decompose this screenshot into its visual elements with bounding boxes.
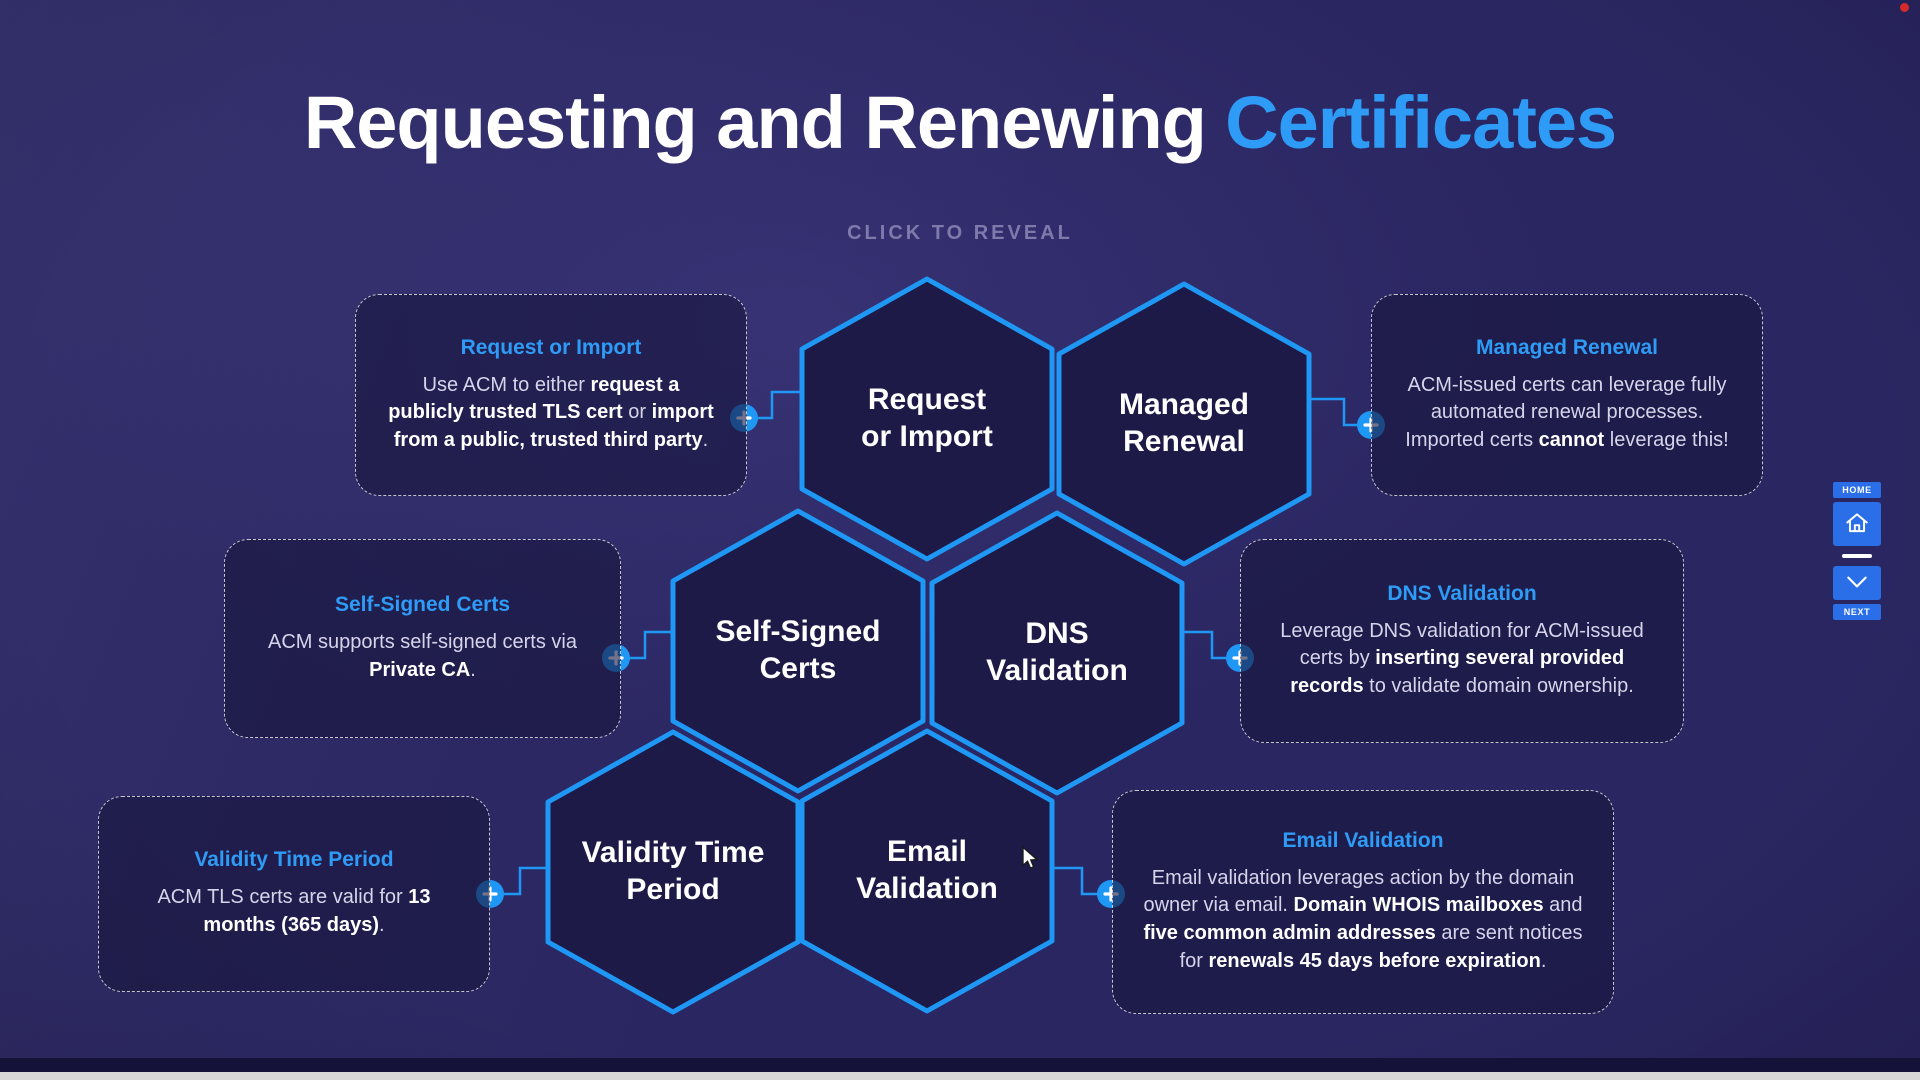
recording-indicator-dot (1900, 3, 1909, 12)
callout-title: Email Validation (1282, 828, 1444, 852)
connector-line-email-validation (1052, 866, 1109, 896)
connector-line-request-or-import (746, 390, 802, 420)
connector-line-self-signed-certs (618, 630, 673, 660)
side-navigation-panel: HOME NEXT (1833, 482, 1881, 620)
callout-request-or-import: Request or Import Use ACM to either requ… (355, 294, 747, 496)
hexagon-label-request-or-import[interactable]: Request or Import (861, 383, 993, 453)
click-to-reveal-hint: CLICK TO REVEAL (847, 222, 1073, 244)
hexagon-request-or-import[interactable] (799, 276, 1055, 562)
hexagon-validity-time-period[interactable] (545, 729, 801, 1015)
home-icon (1844, 510, 1870, 539)
connector-line-dns-validation (1182, 630, 1238, 660)
connector-line-validity-time-period (492, 866, 548, 896)
callout-self-signed-certs: Self-Signed Certs ACM supports self-sign… (224, 539, 621, 738)
callout-email-validation: Email Validation Email validation levera… (1112, 790, 1614, 1014)
callout-dns-validation: DNS Validation Leverage DNS validation f… (1240, 539, 1684, 743)
page-title-accent: Certificates (1225, 81, 1617, 164)
bottom-dark-bar (0, 1058, 1920, 1072)
hexagon-self-signed-certs[interactable] (670, 508, 926, 794)
callout-validity-time-period: Validity Time Period ACM TLS certs are v… (98, 796, 490, 992)
callout-title: Self-Signed Certs (334, 592, 511, 616)
callout-body: Email validation leverages action by the… (1143, 866, 1583, 972)
bottom-light-bar (0, 1072, 1920, 1080)
hexagon-label-email-validation[interactable]: Email Validation (856, 835, 998, 905)
home-label: HOME (1833, 482, 1881, 498)
hexagon-label-self-signed-certs[interactable]: Self-Signed Certs (715, 615, 881, 685)
callout-managed-renewal: Managed Renewal ACM-issued certs can lev… (1371, 294, 1763, 496)
hexagon-email-validation[interactable] (799, 728, 1055, 1014)
hexagon-dns-validation[interactable] (929, 510, 1185, 796)
callout-title: Validity Time Period (194, 848, 394, 872)
callout-body: Use ACM to either request a publicly tru… (388, 373, 714, 451)
callout-body: Leverage DNS validation for ACM-issued c… (1280, 619, 1644, 697)
nav-divider (1842, 554, 1872, 558)
callout-body: ACM-issued certs can leverage fully auto… (1405, 373, 1729, 451)
callout-body: ACM TLS certs are valid for 13 months (3… (157, 886, 431, 936)
next-slide-button[interactable] (1833, 566, 1881, 600)
hexagon-label-dns-validation[interactable]: DNS Validation (986, 617, 1128, 687)
next-label: NEXT (1833, 604, 1881, 620)
callout-title: DNS Validation (1387, 581, 1537, 605)
connector-line-managed-renewal (1309, 397, 1369, 427)
page-title-prefix: Requesting and Renewing (303, 81, 1207, 164)
hexagon-label-validity-time-period[interactable]: Validity Time Period (581, 836, 765, 906)
home-button[interactable] (1833, 502, 1881, 546)
callout-title: Request or Import (460, 335, 642, 359)
chevron-down-icon (1844, 572, 1870, 595)
callout-title: Managed Renewal (1475, 335, 1659, 359)
callout-body: ACM supports self-signed certs via Priva… (267, 630, 577, 681)
hexagon-managed-renewal[interactable] (1056, 281, 1312, 567)
hexagon-label-managed-renewal[interactable]: Managed Renewal (1118, 388, 1250, 458)
